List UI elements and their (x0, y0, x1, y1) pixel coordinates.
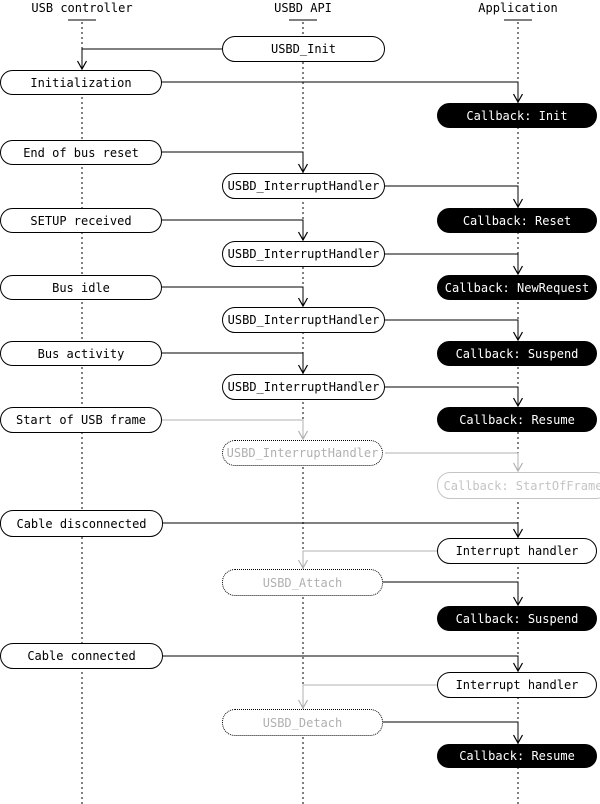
connector-usbddetach-to-callback-resume (383, 721, 524, 745)
node-callback-init: Callback: Init (437, 103, 597, 128)
connector-usbdinit-to-initialization (76, 48, 222, 71)
node-usbd-init: USBD_Init (222, 36, 385, 62)
connector-ih1-to-callback-reset (385, 185, 524, 209)
node-interrupt-handler-1: Interrupt handler (437, 538, 597, 564)
connector-cabledisconnected-to-interrupthandler (163, 522, 524, 539)
connector-ih5-to-callback-startofframe (385, 452, 524, 473)
node-end-of-bus-reset: End of bus reset (0, 140, 162, 165)
node-callback-reset: Callback: Reset (437, 208, 597, 233)
connector-setup-to-ih2 (162, 219, 309, 242)
node-callback-suspend-2: Callback: Suspend (437, 606, 597, 631)
node-usbd-interrupthandler-2: USBD_InterruptHandler (222, 241, 385, 267)
node-initialization: Initialization (0, 70, 162, 95)
node-usbd-detach: USBD_Detach (222, 709, 383, 736)
connector-busidle-to-ih3 (162, 286, 309, 308)
connector-interrupthandler-to-usbddetach (297, 684, 437, 710)
connector-busreset-to-ih1 (162, 151, 309, 174)
connector-interrupthandler-to-usbdattach (297, 550, 437, 570)
node-callback-resume-1: Callback: Resume (437, 407, 597, 432)
connector-ih2-to-callback-newrequest (385, 253, 524, 276)
connector-usbdattach-to-callback-suspend (383, 581, 524, 607)
node-bus-idle: Bus idle (0, 275, 162, 300)
column-header-usb-controller: USB controller (31, 1, 133, 15)
connector-busactivity-to-ih4 (162, 352, 309, 375)
node-cable-disconnected: Cable disconnected (0, 510, 163, 537)
node-usbd-interrupthandler-5: USBD_InterruptHandler (222, 440, 383, 466)
column-header-application: Application (478, 1, 558, 15)
node-usbd-interrupthandler-4: USBD_InterruptHandler (222, 374, 385, 400)
node-cable-connected: Cable connected (0, 643, 163, 669)
node-callback-suspend-1: Callback: Suspend (437, 341, 597, 366)
node-usbd-interrupthandler-3: USBD_InterruptHandler (222, 307, 385, 333)
connector-ih3-to-callback-suspend (385, 319, 524, 342)
node-callback-startofframe: Callback: StartOfFrame (437, 472, 600, 499)
node-start-of-usb-frame: Start of USB frame (0, 407, 162, 433)
connector-startofframe-to-ih5 (162, 419, 309, 441)
node-setup-received: SETUP received (0, 208, 162, 233)
node-usbd-interrupthandler-1: USBD_InterruptHandler (222, 173, 385, 199)
connector-cableconnected-to-interrupthandler (163, 655, 524, 673)
node-usbd-attach: USBD_Attach (222, 569, 383, 596)
node-bus-activity: Bus activity (0, 341, 162, 366)
node-callback-resume-2: Callback: Resume (437, 744, 597, 768)
column-header-usbd-api: USBD API (274, 1, 332, 15)
connector-ih4-to-callback-resume (385, 386, 524, 408)
connector-initialization-to-callback-init (162, 81, 524, 104)
node-interrupt-handler-2: Interrupt handler (437, 672, 597, 698)
node-callback-newrequest: Callback: NewRequest (437, 275, 597, 300)
